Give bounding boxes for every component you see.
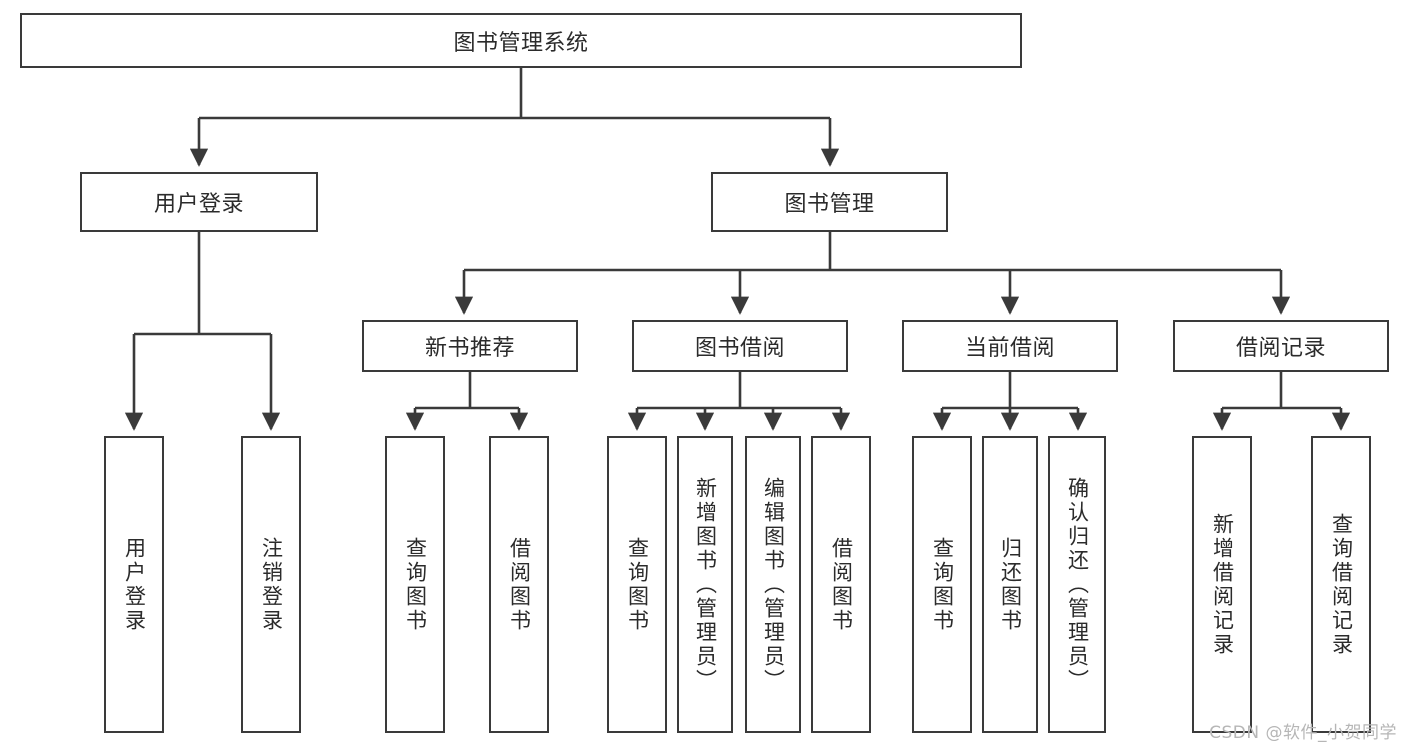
node-book-borrow[interactable]: 图书借阅: [632, 320, 848, 372]
leaf-add-borrow-record[interactable]: 新增借阅记录: [1192, 436, 1252, 733]
node-label: 新书推荐: [424, 336, 515, 361]
node-label: 借阅图书: [507, 536, 532, 633]
node-new-book-recommend[interactable]: 新书推荐: [362, 320, 578, 372]
node-root-system[interactable]: 图书管理系统: [20, 13, 1022, 68]
leaf-query-book-borrow[interactable]: 查询图书: [607, 436, 667, 733]
leaf-confirm-return-admin[interactable]: 确认归还（管理员）: [1048, 436, 1106, 733]
node-borrow-record[interactable]: 借阅记录: [1173, 320, 1389, 372]
node-label: 注销登录: [259, 536, 284, 633]
leaf-borrow-book-recommend[interactable]: 借阅图书: [489, 436, 549, 733]
node-label: 用户登录: [153, 192, 244, 217]
node-label: 查询图书: [930, 536, 955, 633]
leaf-query-book-recommend[interactable]: 查询图书: [385, 436, 445, 733]
leaf-borrow-book[interactable]: 借阅图书: [811, 436, 871, 733]
node-current-borrow[interactable]: 当前借阅: [902, 320, 1118, 372]
leaf-query-borrow-record[interactable]: 查询借阅记录: [1311, 436, 1371, 733]
node-label: 图书借阅: [694, 336, 785, 361]
leaf-query-book-current[interactable]: 查询图书: [912, 436, 972, 733]
node-user-login[interactable]: 用户登录: [80, 172, 318, 232]
node-label: 借阅图书: [829, 536, 854, 633]
node-label: 归还图书: [998, 536, 1023, 633]
node-label: 查询图书: [625, 536, 650, 633]
node-label: 图书管理: [784, 192, 875, 217]
leaf-user-login[interactable]: 用户登录: [104, 436, 164, 733]
leaf-logout[interactable]: 注销登录: [241, 436, 301, 733]
node-label: 借阅记录: [1235, 336, 1326, 361]
node-label: 查询借阅记录: [1329, 512, 1354, 657]
node-label: 用户登录: [122, 536, 147, 633]
node-label: 新增图书（管理员）: [693, 476, 718, 693]
leaf-return-book[interactable]: 归还图书: [982, 436, 1038, 733]
csdn-watermark: CSDN @软件_小贺同学: [1209, 723, 1397, 743]
node-label: 查询图书: [403, 536, 428, 633]
node-label: 确认归还（管理员）: [1065, 476, 1090, 693]
leaf-edit-book-admin[interactable]: 编辑图书（管理员）: [745, 436, 801, 733]
node-label: 编辑图书（管理员）: [761, 476, 786, 693]
node-label: 当前借阅: [964, 336, 1055, 361]
node-book-management[interactable]: 图书管理: [711, 172, 948, 232]
node-label: 图书管理系统: [453, 30, 589, 56]
node-label: 新增借阅记录: [1210, 512, 1235, 657]
leaf-add-book-admin[interactable]: 新增图书（管理员）: [677, 436, 733, 733]
